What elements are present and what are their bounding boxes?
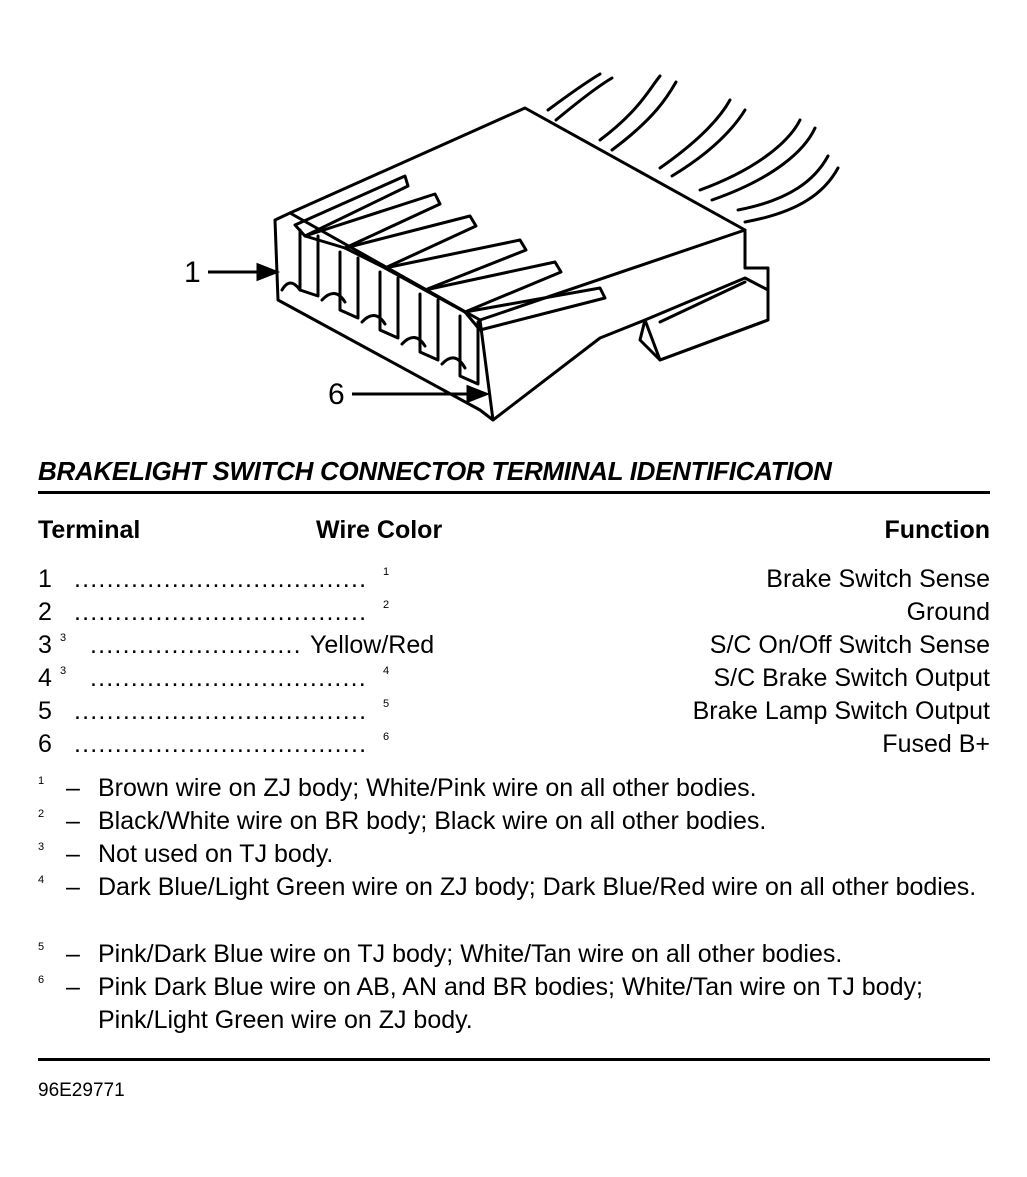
footnote: 2 –Black/White wire on BR body; Black wir… bbox=[38, 805, 990, 838]
footnote-mark: 5 bbox=[38, 941, 45, 953]
leader-dots: ........................................… bbox=[90, 664, 364, 692]
footnote-mark: 3 bbox=[38, 841, 45, 853]
terminal-function: S/C Brake Switch Output bbox=[713, 664, 990, 692]
wire-footnote-mark: 2 bbox=[383, 599, 390, 611]
footnote-dash: – bbox=[66, 873, 80, 901]
table-row: 2.......................................… bbox=[38, 596, 990, 628]
title-rule bbox=[38, 491, 990, 494]
terminal-number: 2 bbox=[38, 598, 52, 626]
footnote-dash: – bbox=[66, 840, 80, 868]
footnote: 6 –Pink Dark Blue wire on AB, AN and BR b… bbox=[38, 971, 990, 1037]
table-row: 33......................................… bbox=[38, 629, 990, 661]
footnote-dash: – bbox=[66, 940, 80, 968]
wire-color: Yellow/Red bbox=[310, 631, 435, 659]
footnote-text: Dark Blue/Light Green wire on ZJ body; D… bbox=[98, 873, 977, 901]
terminal-footnote-mark: 3 bbox=[60, 665, 67, 677]
footnote-text: Black/White wire on BR body; Black wire … bbox=[98, 807, 767, 835]
terminal-number: 4 bbox=[38, 664, 52, 692]
terminal-footnote-mark: 3 bbox=[60, 632, 67, 644]
terminal-function: Fused B+ bbox=[882, 730, 990, 758]
leader-dots: ........................................… bbox=[90, 631, 300, 659]
footnote-mark: 1 bbox=[38, 775, 45, 787]
leader-dots: ........................................… bbox=[74, 730, 364, 758]
bottom-rule bbox=[38, 1058, 990, 1061]
leader-dots: ........................................… bbox=[74, 565, 364, 593]
footnote-dash: – bbox=[66, 973, 80, 1001]
footnote: 4 –Dark Blue/Light Green wire on ZJ body;… bbox=[38, 871, 990, 937]
leader-dots: ........................................… bbox=[74, 598, 364, 626]
footnote: 5 –Pink/Dark Blue wire on TJ body; White/… bbox=[38, 938, 990, 971]
connector-drawing bbox=[208, 72, 840, 422]
wire-footnote-mark: 6 bbox=[383, 731, 390, 743]
table-row: 5.......................................… bbox=[38, 695, 990, 727]
footnote-dash: – bbox=[66, 807, 80, 835]
footnote: 3 –Not used on TJ body. bbox=[38, 838, 990, 871]
terminal-number: 1 bbox=[38, 565, 52, 593]
figure-code: 96E29771 bbox=[38, 1080, 125, 1101]
footnote-text: Pink Dark Blue wire on AB, AN and BR bod… bbox=[98, 973, 923, 1034]
terminal-function: Ground bbox=[906, 598, 990, 626]
table-row: 6.......................................… bbox=[38, 728, 990, 760]
table-row: 43......................................… bbox=[38, 662, 990, 694]
footnote-text: Pink/Dark Blue wire on TJ body; White/Ta… bbox=[98, 940, 843, 968]
callout-label-6: 6 bbox=[328, 378, 345, 411]
connector-illustration: 1 6 bbox=[0, 0, 1027, 440]
terminal-function: S/C On/Off Switch Sense bbox=[709, 631, 990, 659]
table-title: BRAKELIGHT SWITCH CONNECTOR TERMINAL IDE… bbox=[38, 456, 832, 486]
footnote-mark: 4 bbox=[38, 874, 45, 886]
footnote-dash: – bbox=[66, 774, 80, 802]
terminal-number: 5 bbox=[38, 697, 52, 725]
wire-footnote-mark: 4 bbox=[383, 665, 390, 677]
table-row: 1.......................................… bbox=[38, 563, 990, 595]
footnote-text: Brown wire on ZJ body; White/Pink wire o… bbox=[98, 774, 757, 802]
wire-footnote-mark: 5 bbox=[383, 698, 390, 710]
wire-footnote-mark: 1 bbox=[383, 566, 390, 578]
leader-dots: ........................................… bbox=[74, 697, 364, 725]
callout-label-1: 1 bbox=[184, 256, 201, 289]
terminal-number: 6 bbox=[38, 730, 52, 758]
terminal-number: 3 bbox=[38, 631, 52, 659]
column-header-terminal: Terminal bbox=[38, 516, 141, 544]
terminal-function: Brake Lamp Switch Output bbox=[692, 697, 990, 725]
footnote-mark: 6 bbox=[38, 974, 45, 986]
footnote-mark: 2 bbox=[38, 808, 45, 820]
column-header-function: Function bbox=[884, 516, 990, 544]
footnote-text: Not used on TJ body. bbox=[98, 840, 334, 868]
terminal-function: Brake Switch Sense bbox=[766, 565, 990, 593]
column-header-wire-color: Wire Color bbox=[316, 516, 443, 544]
footnote: 1 –Brown wire on ZJ body; White/Pink wire… bbox=[38, 772, 990, 805]
